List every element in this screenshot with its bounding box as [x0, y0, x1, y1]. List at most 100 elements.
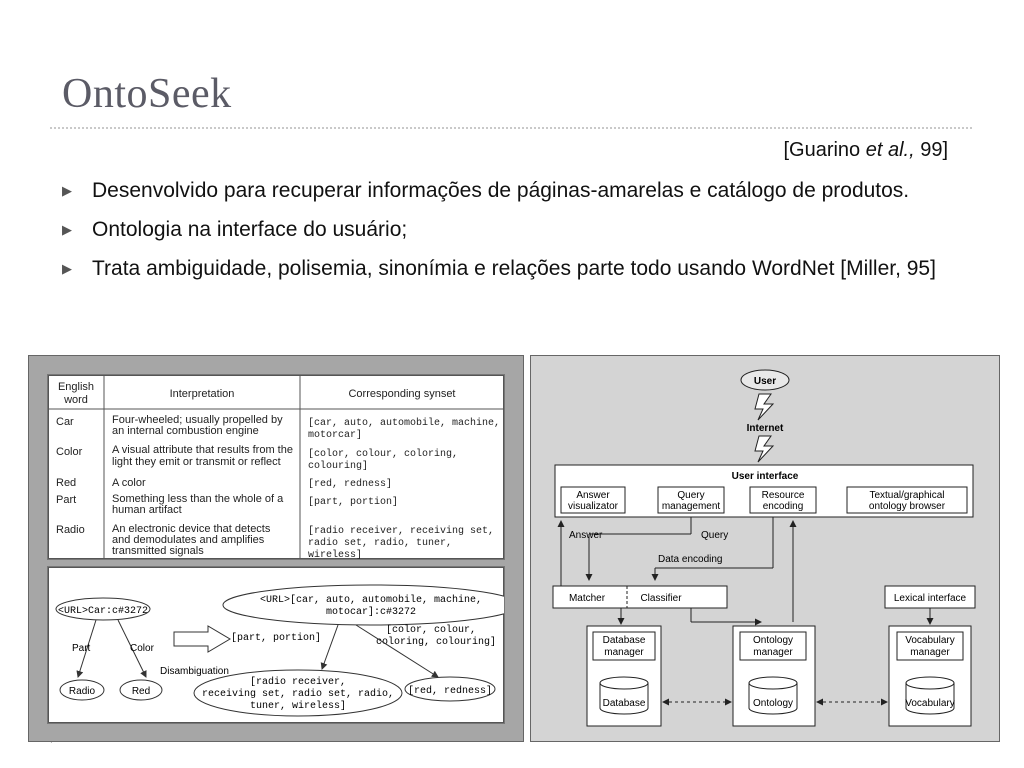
- onto-manager-line: Ontology: [753, 635, 793, 646]
- part-edge-label: Part: [72, 643, 91, 654]
- red-synset-label: [red, redness]: [408, 685, 492, 697]
- row-word: Color: [56, 446, 83, 458]
- module-line: Query: [677, 490, 704, 501]
- vocabulary-cylinder-top: [905, 676, 955, 690]
- ontology-browser-box: [846, 486, 968, 514]
- header-synset: Corresponding synset: [348, 388, 455, 400]
- car-synset-node: [222, 584, 504, 626]
- module-line: ontology browser: [869, 501, 946, 512]
- radio-synset-edge: [320, 624, 339, 670]
- synset-figure-panel: English word Interpretation Correspondin…: [28, 355, 524, 742]
- row-synset-line: wireless]: [308, 549, 362, 559]
- ontology-cylinder-icon: [748, 683, 798, 715]
- row-synset-line: [radio receiver, receiving set,: [308, 525, 494, 537]
- radio-node-label: Radio: [69, 686, 96, 697]
- database-label: Database: [603, 698, 646, 709]
- triangle-bullet-icon: ▶: [62, 261, 72, 276]
- module-line: encoding: [763, 501, 804, 512]
- row-word: Radio: [56, 524, 85, 536]
- row-interp-line: light they emit or transmit or reflect: [112, 456, 281, 468]
- red-node: [119, 679, 163, 701]
- color-edge-label: Color: [130, 643, 155, 654]
- color-synset-line: [color, colour,: [386, 624, 476, 636]
- synset-table-svg: English word Interpretation Correspondin…: [48, 375, 504, 559]
- title-divider: [50, 127, 972, 129]
- row-word: Red: [56, 477, 76, 489]
- row-synset-line: colouring]: [308, 460, 368, 472]
- part-edge: [76, 619, 97, 678]
- row-synset-line: [color, colour, coloring,: [308, 448, 458, 460]
- row-interp-line: Something less than the whole of a: [112, 493, 284, 505]
- lexical-interface-label: Lexical interface: [894, 593, 967, 604]
- answer-visualizator-box: [560, 486, 626, 514]
- query-flow-label: Query: [701, 530, 728, 541]
- header-interpretation: Interpretation: [170, 388, 235, 400]
- car-synset-line: motocar]:c#3272: [326, 606, 416, 618]
- color-synset-line: coloring, colouring]: [376, 636, 496, 648]
- module-line: management: [662, 501, 721, 512]
- synset-table: English word Interpretation Correspondin…: [47, 374, 505, 560]
- onto-manager-line: manager: [753, 647, 793, 658]
- bullet-item: ▶ Trata ambiguidade, polisemia, sinoními…: [62, 254, 962, 284]
- classifier-label: Classifier: [640, 593, 682, 604]
- matcher-classifier-box: [552, 585, 728, 609]
- row-word: Part: [56, 494, 76, 506]
- red-node-label: Red: [132, 686, 150, 697]
- answer-flow-label: Answer: [569, 530, 603, 541]
- module-line: Textual/graphical: [869, 490, 944, 501]
- internet-label: Internet: [747, 423, 784, 434]
- radio-synset-node: [193, 669, 403, 717]
- lightning-icon: [754, 393, 775, 421]
- triangle-bullet-icon: ▶: [62, 183, 72, 198]
- ontology-cylinder-top: [748, 676, 798, 690]
- db-manager-line: manager: [604, 647, 644, 658]
- query-management-box: [657, 486, 725, 514]
- ontology-manager-box: [739, 631, 807, 661]
- part-synset: [part, portion]: [231, 632, 321, 644]
- row-synset-line: [red, redness]: [308, 478, 392, 490]
- data-encoding-label: Data encoding: [658, 554, 723, 565]
- user-interface-title: User interface: [732, 471, 799, 482]
- bullet-text: Ontologia na interface do usuário;: [92, 218, 408, 241]
- row-interp-line: an internal combustion engine: [112, 425, 259, 437]
- car-synset-line: <URL>[car, auto, automobile, machine,: [260, 594, 482, 606]
- database-cylinder-top: [599, 676, 649, 690]
- radio-synset-line: receiving set, radio set, radio,: [202, 688, 394, 700]
- module-line: visualizator: [568, 501, 619, 512]
- architecture-svg: User Internet User interface Answer visu…: [552, 369, 976, 727]
- disambiguation-diagram: <URL>Car:c#3272 <URL>[car, auto, automob…: [47, 566, 505, 724]
- radio-synset-line: tuner, wireless]: [250, 700, 346, 712]
- header-word: word: [63, 394, 88, 406]
- module-line: Answer: [576, 490, 610, 501]
- red-synset-edge: [355, 624, 439, 678]
- color-edge: [117, 619, 147, 678]
- row-interp-line: human artifact: [112, 504, 182, 516]
- row-synset-line: motorcar]: [308, 429, 362, 441]
- lightning-icon: [754, 435, 775, 463]
- row-interp-line: and demodulates and amplifies: [112, 534, 265, 546]
- header-english: English: [58, 381, 94, 393]
- disambiguation-svg: <URL>Car:c#3272 <URL>[car, auto, automob…: [48, 567, 504, 723]
- bullet-item: ▶ Desenvolvido para recuperar informaçõe…: [62, 176, 962, 206]
- vocab-manager-line: Vocabulary: [905, 635, 954, 646]
- row-interp-line: Four-wheeled; usually propelled by: [112, 414, 283, 426]
- citation-suffix: 99]: [914, 139, 948, 161]
- car-node: [55, 597, 151, 621]
- disambiguation-arrow: [173, 625, 231, 653]
- db-manager-line: Database: [603, 635, 646, 646]
- vocabulary-cylinder-icon: [905, 683, 955, 715]
- resource-encoding-box: [749, 486, 817, 514]
- bullet-item: ▶ Ontologia na interface do usuário;: [62, 215, 962, 245]
- row-word: Car: [56, 416, 74, 428]
- vocab-manager-line: manager: [910, 647, 950, 658]
- row-interp-line: A visual attribute that results from the: [112, 444, 293, 456]
- citation-emph: et al.,: [865, 139, 915, 161]
- matcher-label: Matcher: [569, 593, 606, 604]
- database-manager-box: [592, 631, 656, 661]
- slide-title: OntoSeek: [62, 71, 232, 117]
- citation-prefix: [Guarino: [783, 139, 866, 161]
- bullet-text: Desenvolvido para recuperar informações …: [92, 179, 910, 202]
- car-node-label: <URL>Car:c#3272: [58, 606, 148, 617]
- module-line: Resource: [762, 490, 805, 501]
- bullet-text: Trata ambiguidade, polisemia, sinonímia …: [92, 257, 936, 280]
